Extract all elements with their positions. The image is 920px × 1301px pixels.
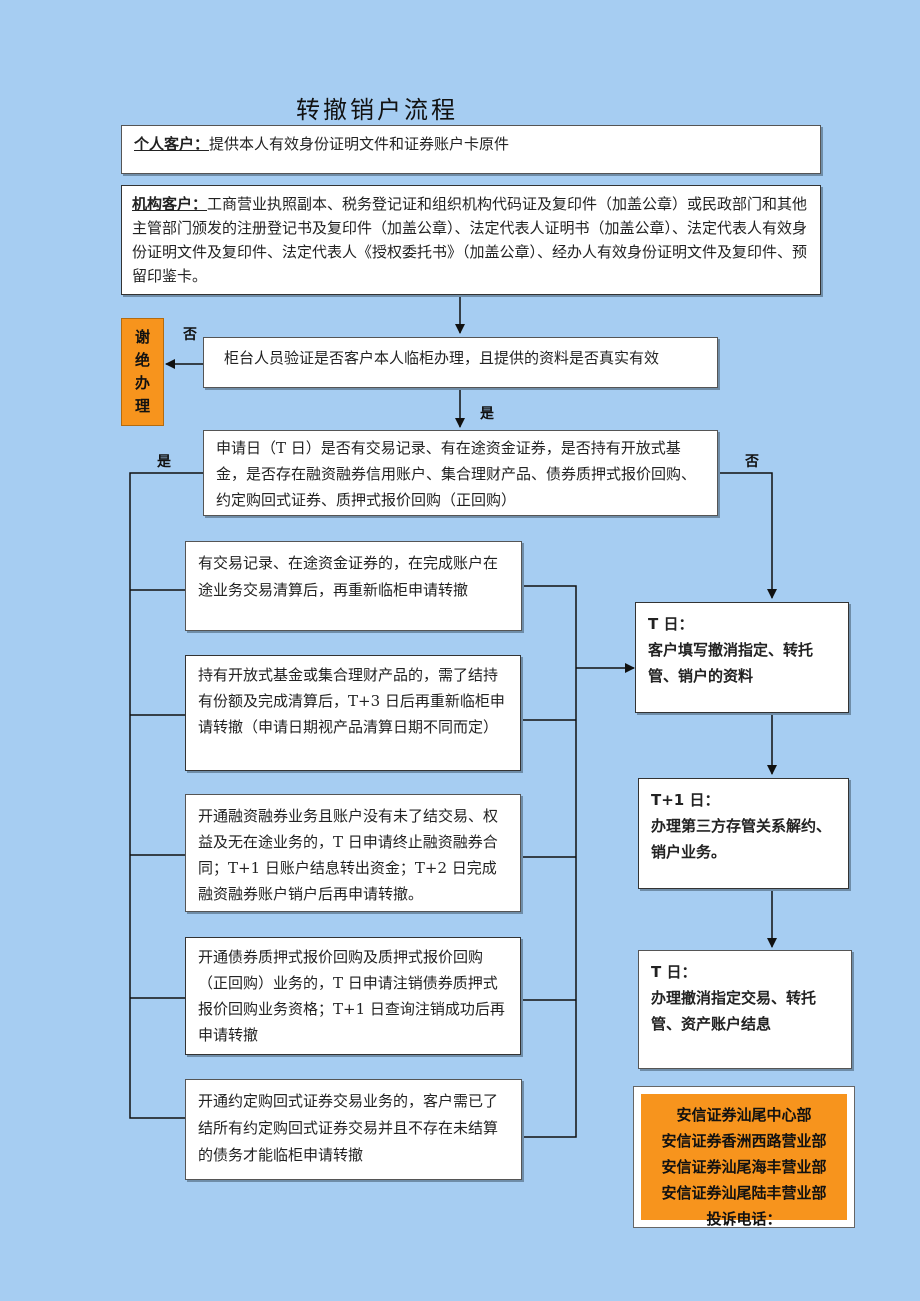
contact-panel: 安信证券汕尾中心部 安信证券香洲西路营业部 安信证券汕尾海丰营业部 安信证券汕尾… (633, 1086, 855, 1228)
personal-customer-label: 个人客户： (134, 135, 210, 153)
condition-box-3: 开通融资融券业务且账户没有未了结交易、权益及无在途业务的，T 日申请终止融资融券… (185, 794, 521, 912)
arrow-check-to-step1 (718, 472, 777, 599)
step-box-1: T 日： 客户填写撤消指定、转托管、销户的资料 (635, 602, 849, 713)
check-text: 申请日（T 日）是否有交易记录、有在途资金证券，是否持有开放式基金，是否存在融资… (216, 439, 697, 509)
step-text-3: 办理撤消指定交易、转托管、资产账户结息 (651, 989, 817, 1033)
verify-text: 柜台人员验证是否客户本人临柜办理，且提供的资料是否真实有效 (224, 349, 660, 367)
step-day-1: T 日： (648, 615, 694, 633)
condition-text-1: 有交易记录、在途资金证券的，在完成账户在途业务交易清算后，再重新临柜申请转撤 (198, 554, 499, 599)
condition-box-5: 开通约定购回式证券交易业务的，客户需已了结所有约定购回式证券交易并且不存在未结算… (185, 1079, 522, 1180)
label-no-refuse: 否 (183, 327, 197, 343)
institution-customer-box: 机构客户：工商营业执照副本、税务登记证和组织机构代码证及复印件（加盖公章）或民政… (121, 185, 821, 295)
condition-box-2: 持有开放式基金或集合理财产品的，需了结持有份额及完成清算后，T+3 日后再重新临… (185, 655, 521, 771)
condition-text-4: 开通债券质押式报价回购及质押式报价回购（正回购）业务的，T 日申请注销债券质押式… (198, 948, 505, 1044)
complaint-phone-label: 投诉电话： (706, 1210, 782, 1228)
label-yes-verified: 是 (480, 406, 494, 422)
step-box-2: T+1 日： 办理第三方存管关系解约、销户业务。 (638, 778, 849, 889)
verify-box: 柜台人员验证是否客户本人临柜办理，且提供的资料是否真实有效 (203, 337, 718, 388)
check-box: 申请日（T 日）是否有交易记录、有在途资金证券，是否持有开放式基金，是否存在融资… (203, 430, 718, 516)
step-text-2: 办理第三方存管关系解约、销户业务。 (651, 817, 832, 861)
step-day-3: T 日： (651, 963, 697, 981)
branch-shanwei-lufeng: 安信证券汕尾陆丰营业部 (661, 1184, 827, 1202)
step-text-1: 客户填写撤消指定、转托管、销户的资料 (648, 641, 814, 685)
condition-text-3: 开通融资融券业务且账户没有未了结交易、权益及无在途业务的，T 日申请终止融资融券… (198, 807, 499, 903)
condition-text-2: 持有开放式基金或集合理财产品的，需了结持有份额及完成清算后，T+3 日后再重新临… (198, 666, 505, 736)
refuse-box: 谢绝办理 (121, 318, 164, 426)
label-no-clean: 否 (745, 454, 759, 470)
step-box-3: T 日： 办理撤消指定交易、转托管、资产账户结息 (638, 950, 852, 1069)
line-merge-bracket (522, 585, 577, 1138)
institution-customer-text: 工商营业执照副本、税务登记证和组织机构代码证及复印件（加盖公章）或民政部门和其他… (132, 195, 808, 285)
condition-text-5: 开通约定购回式证券交易业务的，客户需已了结所有约定购回式证券交易并且不存在未结算… (198, 1092, 499, 1164)
branch-shanwei-haifeng: 安信证券汕尾海丰营业部 (661, 1158, 827, 1176)
label-yes-has-items: 是 (157, 454, 171, 470)
branch-shanwei-center: 安信证券汕尾中心部 (676, 1106, 812, 1124)
personal-customer-text: 提供本人有效身份证明文件和证券账户卡原件 (209, 135, 510, 153)
refuse-text: 谢绝办理 (134, 328, 150, 415)
institution-customer-label: 机构客户： (132, 195, 208, 213)
condition-box-4: 开通债券质押式报价回购及质押式报价回购（正回购）业务的，T 日申请注销债券质押式… (185, 937, 521, 1055)
condition-box-1: 有交易记录、在途资金证券的，在完成账户在途业务交易清算后，再重新临柜申请转撤 (185, 541, 522, 631)
personal-customer-box: 个人客户：提供本人有效身份证明文件和证券账户卡原件 (121, 125, 821, 174)
branch-xiangzhou-xilu: 安信证券香洲西路营业部 (661, 1132, 827, 1150)
line-yes-bracket (129, 472, 203, 1119)
step-day-2: T+1 日： (651, 791, 720, 809)
page-title: 转撤销户流程 (296, 96, 458, 124)
contact-list: 安信证券汕尾中心部 安信证券香洲西路营业部 安信证券汕尾海丰营业部 安信证券汕尾… (641, 1094, 847, 1228)
